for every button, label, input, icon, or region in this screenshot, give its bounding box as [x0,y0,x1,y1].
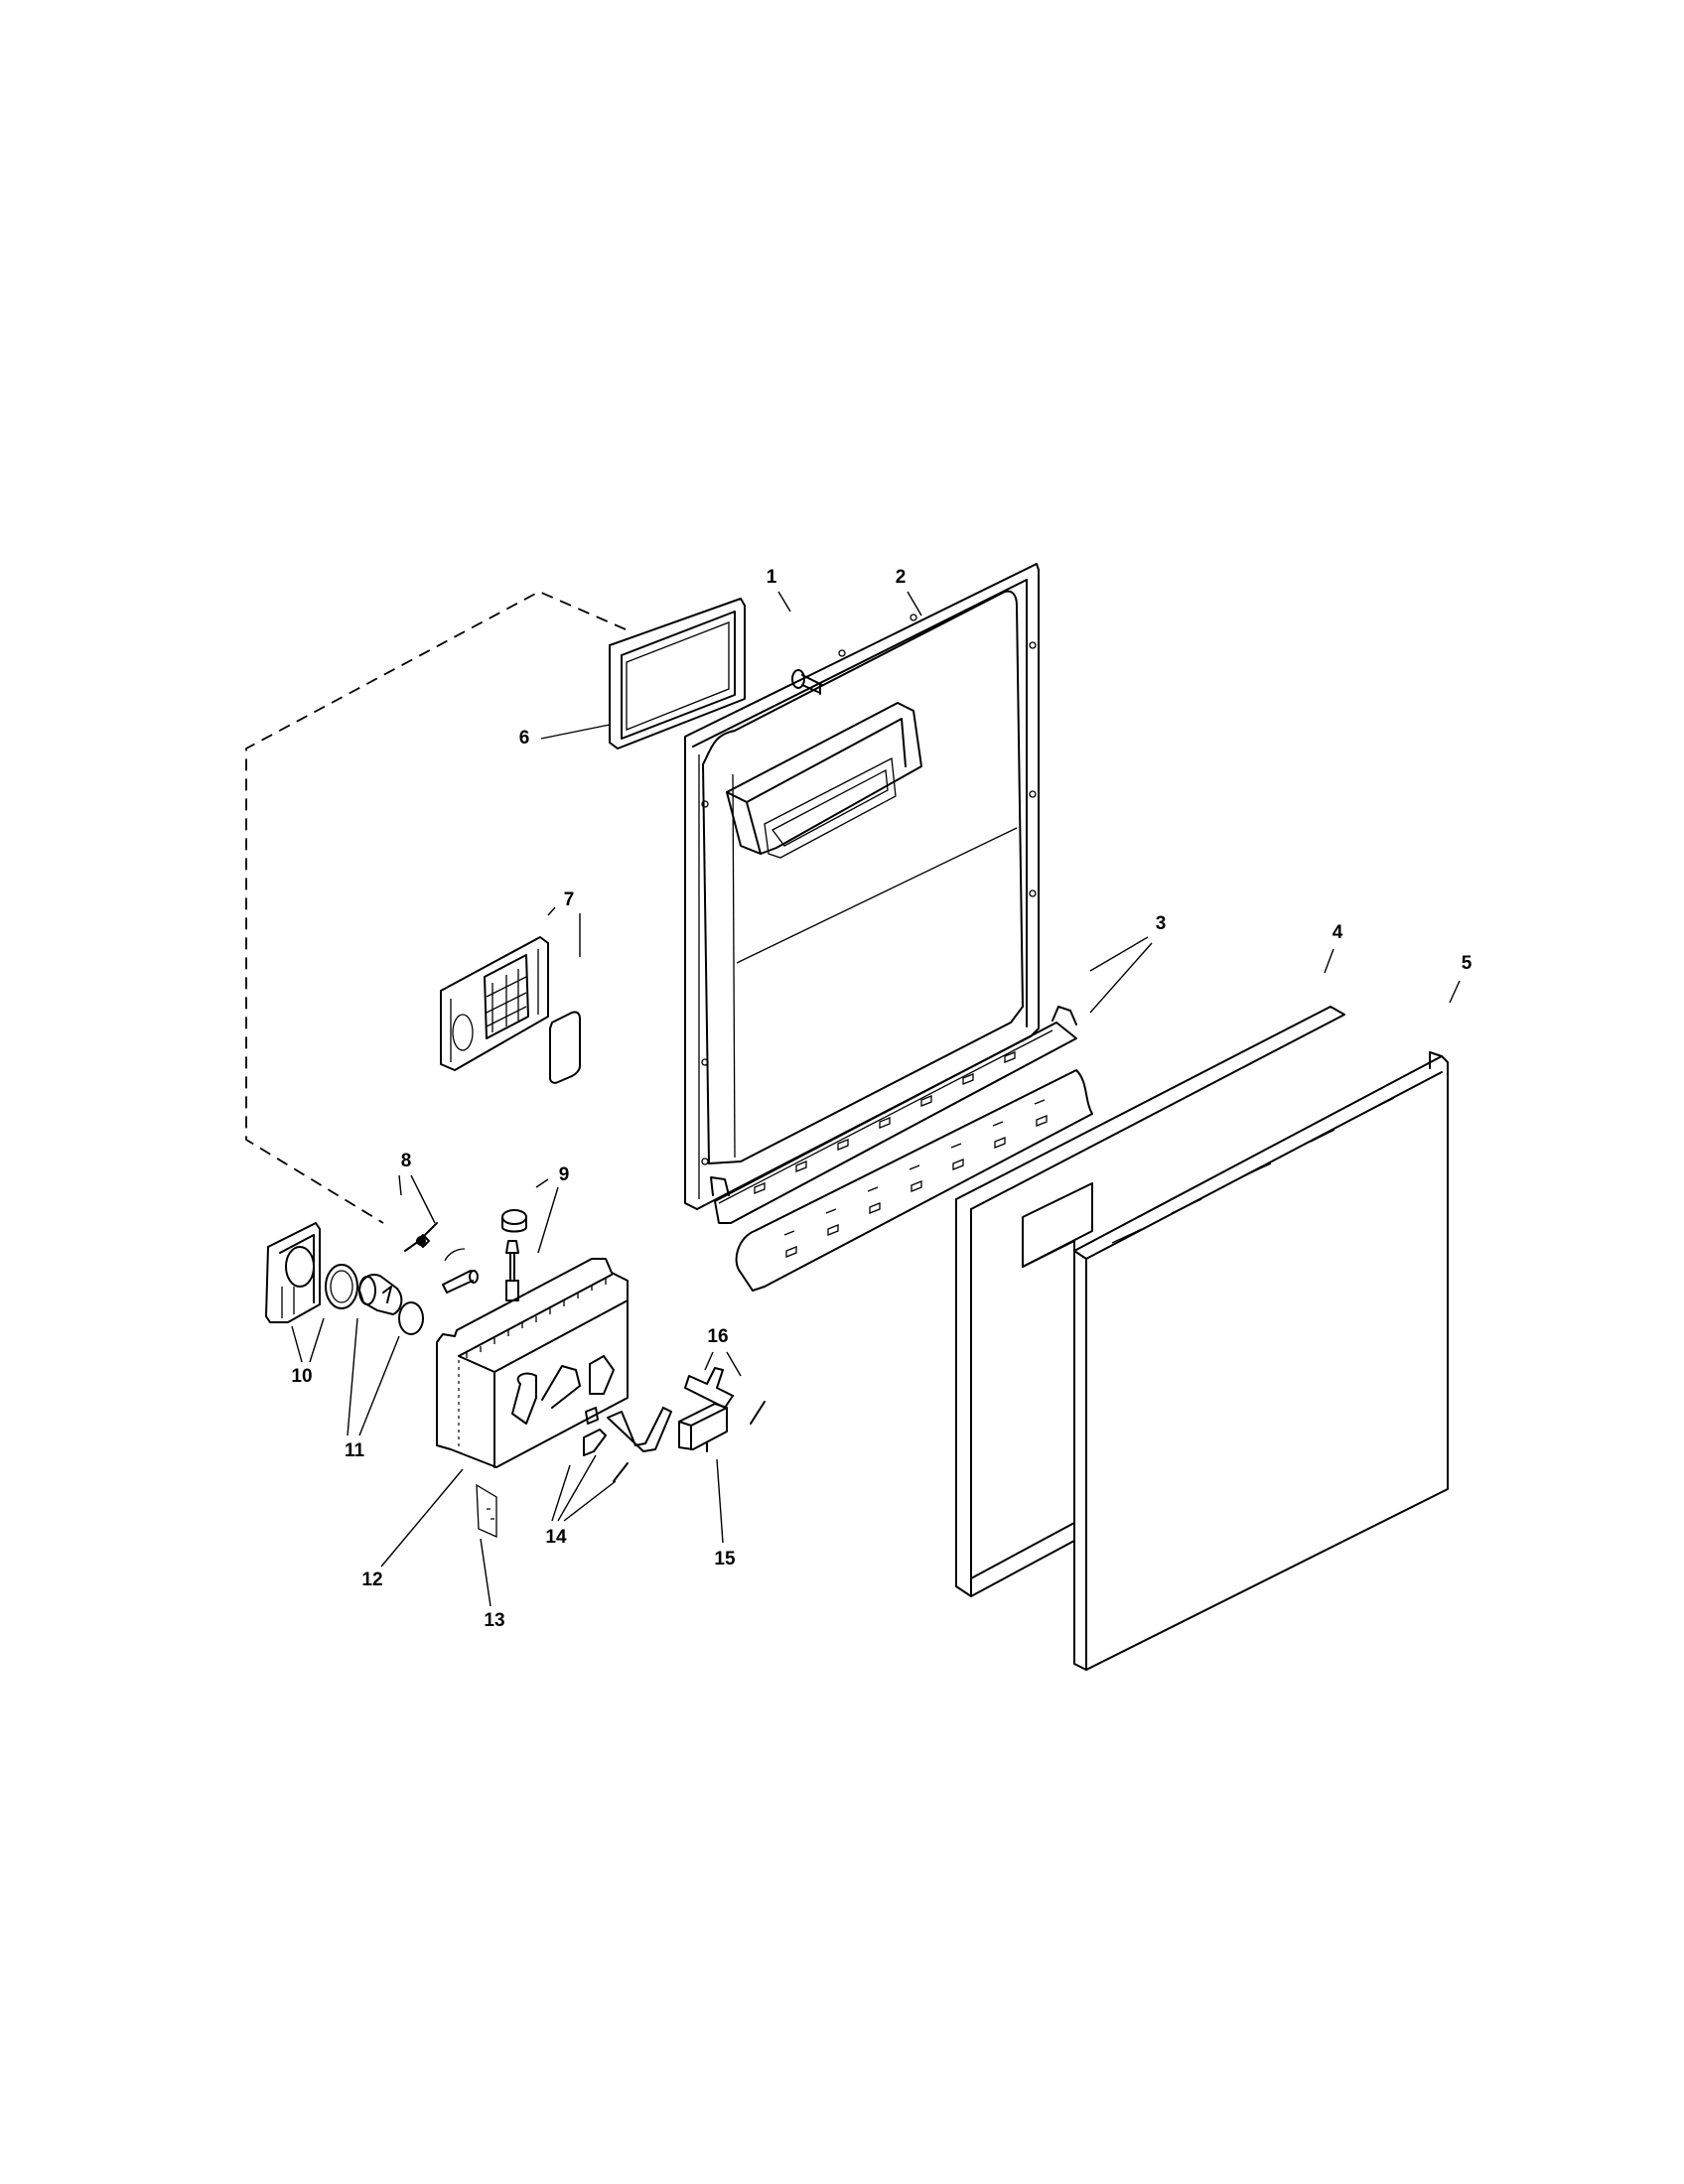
part-16-arm-spring [684,1367,766,1425]
part-10-cap-housing [265,1222,358,1323]
callout-4: 4 [1332,922,1343,943]
leader-lines [291,591,1461,1607]
callout-1: 1 [766,567,777,588]
callout-16: 16 [707,1326,729,1347]
part-14-latch-lever [583,1407,672,1482]
callout-9: 9 [558,1164,570,1185]
callout-10: 10 [291,1366,313,1387]
part-7-vent-cover [440,936,581,1084]
callout-11: 11 [344,1440,365,1461]
callout-2: 2 [895,567,907,588]
part-13-plate [476,1483,497,1539]
part-9-cap-rod [501,1209,527,1301]
part-8-spring-pin [404,1222,479,1294]
part-6-gasket [609,598,746,750]
part-11-rinse-cap [358,1273,424,1335]
part-3-bottom-rail [710,1006,1093,1292]
part-2-inner-door [684,563,1040,1210]
callout-8: 8 [400,1151,412,1171]
callout-5: 5 [1461,953,1473,974]
callout-6: 6 [518,728,530,749]
part-4-outer-frame [955,1006,1345,1597]
part-15-solenoid [678,1403,728,1452]
callout-12: 12 [361,1570,383,1590]
part-5-outer-panel [1073,1051,1449,1671]
callout-15: 15 [714,1549,736,1570]
callout-3: 3 [1155,913,1167,934]
callout-13: 13 [484,1610,505,1631]
part-12-dispenser [436,1258,629,1468]
callout-7: 7 [563,889,575,910]
callout-14: 14 [545,1527,567,1548]
assembly-boundary-dashed [245,591,627,1224]
